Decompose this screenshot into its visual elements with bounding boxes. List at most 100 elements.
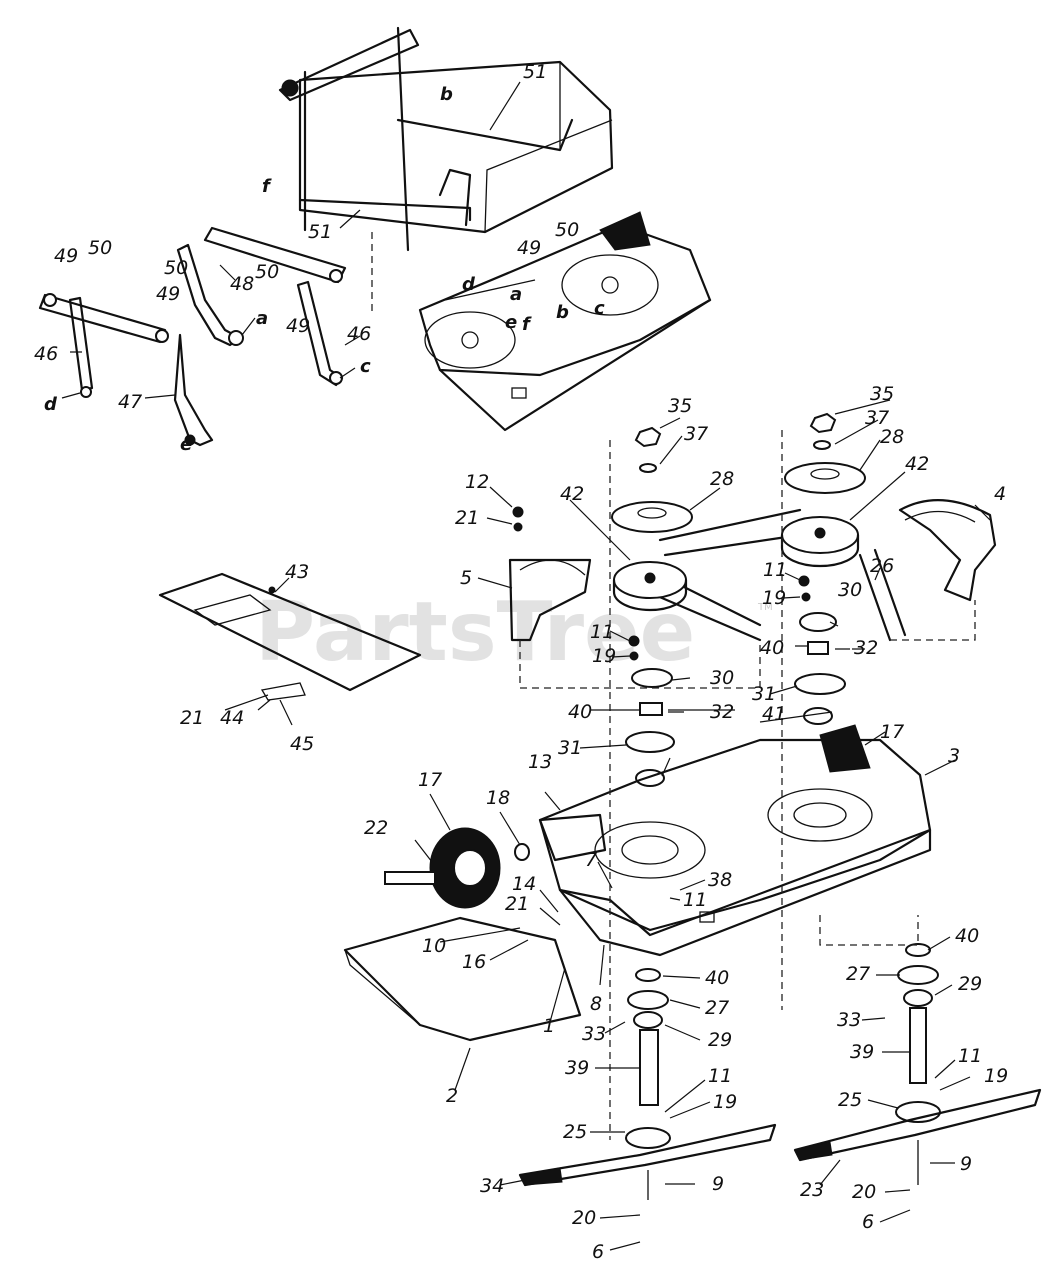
callout-39: 39: [565, 1057, 589, 1079]
callout-17: 17: [880, 721, 904, 743]
callout-11: 11: [763, 559, 787, 581]
callout-b: b: [556, 302, 569, 323]
callout-31: 31: [558, 737, 582, 759]
callout-29: 29: [958, 973, 982, 995]
callout-25: 25: [563, 1121, 587, 1143]
callout-19: 19: [762, 587, 786, 609]
callout-32: 32: [854, 637, 878, 659]
callout-12: 12: [465, 471, 489, 493]
callout-a: a: [510, 284, 522, 305]
callout-33: 33: [582, 1023, 606, 1045]
callout-44: 44: [220, 707, 244, 729]
callout-labels: 51 51 b f 49 50 50 49 48 a 50 49 46 c 46…: [34, 61, 1008, 1263]
callout-20: 20: [572, 1207, 596, 1229]
callout-28: 28: [710, 468, 734, 490]
callout-d: d: [462, 274, 476, 295]
spindle-left: [518, 968, 777, 1200]
callout-11: 11: [683, 889, 707, 911]
callout-49: 49: [286, 315, 310, 337]
callout-e: e: [505, 312, 517, 333]
callout-4: 4: [994, 483, 1006, 505]
callout-b: b: [440, 84, 453, 105]
callout-33: 33: [837, 1009, 861, 1031]
lift-links: [38, 226, 347, 447]
callout-11: 11: [958, 1045, 982, 1067]
callout-49: 49: [156, 283, 180, 305]
callout-23: 23: [800, 1179, 824, 1201]
callout-17: 17: [418, 769, 442, 791]
callout-11: 11: [590, 621, 614, 643]
callout-21: 21: [505, 893, 529, 915]
callout-50: 50: [164, 257, 188, 279]
callout-35: 35: [668, 395, 692, 417]
pulley-assembly: [512, 412, 907, 787]
callout-38: 38: [708, 869, 732, 891]
callout-21: 21: [180, 707, 204, 729]
spindle-right: [793, 943, 1042, 1185]
callout-34: 34: [480, 1175, 504, 1197]
callout-19: 19: [592, 645, 616, 667]
callout-40: 40: [568, 701, 592, 723]
callout-28: 28: [880, 426, 904, 448]
alignment-lines: [371, 232, 976, 1140]
brackets: [508, 499, 997, 642]
callout-6: 6: [592, 1241, 604, 1263]
leader-lines: [61, 81, 991, 1251]
callout-8: 8: [590, 993, 602, 1015]
callout-2: 2: [446, 1085, 458, 1107]
lift-housing: [278, 26, 614, 252]
callout-9: 9: [712, 1173, 724, 1195]
callout-40: 40: [760, 637, 784, 659]
callout-32: 32: [710, 701, 734, 723]
callout-40: 40: [705, 967, 729, 989]
callout-1: 1: [543, 1015, 555, 1037]
mount-plate: [158, 572, 422, 701]
callout-11: 11: [708, 1065, 732, 1087]
callout-c: c: [360, 356, 371, 377]
callout-26: 26: [870, 555, 894, 577]
callout-19: 19: [713, 1091, 737, 1113]
callout-50: 50: [88, 237, 112, 259]
callout-30: 30: [710, 667, 734, 689]
callout-21: 21: [455, 507, 479, 529]
callout-46: 46: [347, 323, 371, 345]
callout-16: 16: [462, 951, 486, 973]
callout-50: 50: [555, 219, 579, 241]
callout-9: 9: [960, 1153, 972, 1175]
callout-25: 25: [838, 1089, 862, 1111]
callout-13: 13: [528, 751, 552, 773]
callout-49: 49: [54, 245, 78, 267]
callout-29: 29: [708, 1029, 732, 1051]
callout-51: 51: [308, 221, 332, 243]
callout-7: 7: [585, 849, 597, 871]
callout-41: 41: [762, 703, 786, 725]
callout-e: e: [180, 434, 192, 455]
callout-14: 14: [512, 873, 536, 895]
deck-top-view: [418, 211, 712, 432]
callout-39: 39: [850, 1041, 874, 1063]
callout-5: 5: [460, 567, 472, 589]
watermark-text: PartsTree: [255, 585, 695, 680]
callout-f: f: [522, 314, 532, 335]
callout-49: 49: [517, 237, 541, 259]
watermark-tm: TM: [757, 602, 773, 613]
callout-43: 43: [285, 561, 309, 583]
callout-42: 42: [560, 483, 584, 505]
callout-51: 51: [523, 61, 547, 83]
callout-48: 48: [230, 273, 254, 295]
callout-40: 40: [955, 925, 979, 947]
callout-37: 37: [684, 423, 708, 445]
callout-37: 37: [865, 407, 889, 429]
main-deck: [538, 724, 932, 957]
callout-f: f: [262, 176, 272, 197]
callout-30: 30: [838, 579, 862, 601]
callout-6: 6: [862, 1211, 874, 1233]
callout-3: 3: [948, 745, 960, 767]
callout-20: 20: [852, 1181, 876, 1203]
callout-46: 46: [34, 343, 58, 365]
callout-45: 45: [290, 733, 314, 755]
callout-c: c: [594, 298, 605, 319]
callout-d: d: [44, 394, 58, 415]
callout-18: 18: [486, 787, 510, 809]
